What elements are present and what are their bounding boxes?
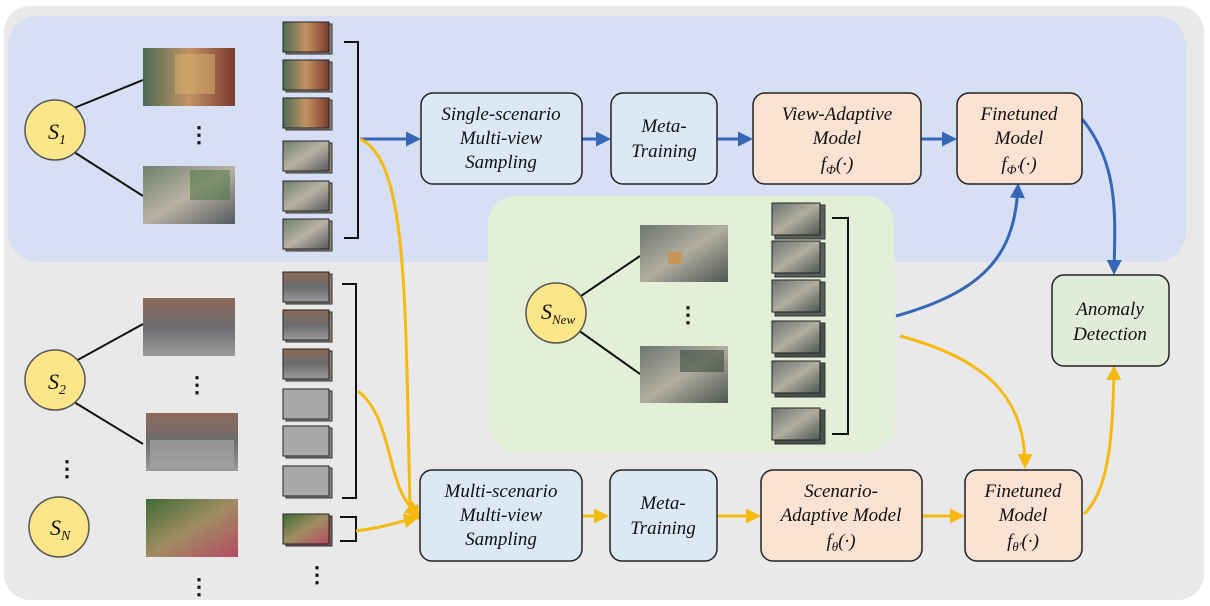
- s2-frame-stack-4: [282, 388, 333, 422]
- sn-image-park: [146, 499, 238, 557]
- svg-text:Anomaly: Anomaly: [1074, 299, 1144, 320]
- svg-text:Single-scenario: Single-scenario: [441, 104, 560, 125]
- arrow-new-to-finetuned-top: [895, 183, 1025, 318]
- svg-text:Meta-: Meta-: [639, 493, 685, 514]
- svg-text:Model: Model: [994, 128, 1044, 149]
- new-frame-stacks: [771, 202, 849, 445]
- scenario-sn-circle: [28, 496, 90, 558]
- new-frame-stack-6: [771, 407, 826, 445]
- scenario-new-circle: [525, 282, 587, 344]
- meta-training-box-top: Meta- Training: [610, 92, 718, 185]
- s1-bracket: [344, 41, 359, 239]
- svg-text:View-Adaptive: View-Adaptive: [782, 104, 892, 125]
- scenario-sn: SN ⋮: [28, 496, 238, 599]
- s1-frame-stack-2: [282, 59, 333, 93]
- view-adaptive-model-box: View-Adaptive Model fΦ(·): [752, 92, 922, 185]
- scenarios-vertical-dots: ⋮: [56, 456, 78, 481]
- svg-text:Sampling: Sampling: [465, 152, 537, 173]
- arrow-s2-to-multi-sampling: [357, 389, 421, 516]
- scenario-s2: S2 ⋮: [24, 298, 238, 471]
- scenario-s2-label: S2: [48, 369, 66, 398]
- s1-frame-stack-5: [282, 180, 333, 214]
- svg-text:Training: Training: [630, 518, 695, 539]
- finetuned-model-box-bottom: Finetuned Model fθ'(·): [964, 469, 1083, 562]
- s2-vertical-dots: ⋮: [186, 372, 208, 397]
- blue-arrows: [360, 118, 1122, 318]
- svg-text:Training: Training: [631, 141, 696, 162]
- s1-vertical-dots: ⋮: [188, 122, 210, 147]
- scenario-new: SNew ⋮: [525, 225, 728, 403]
- single-scenario-sampling-box: Single-scenario Multi-view Sampling: [420, 92, 583, 185]
- sn-vertical-dots: ⋮: [188, 574, 210, 599]
- arrow-finetuned-bottom-to-detection: [1082, 365, 1122, 516]
- new-bracket: [832, 217, 849, 435]
- svg-text:Multi-view: Multi-view: [459, 505, 543, 526]
- yellow-arrows: [355, 137, 1122, 533]
- s1-frame-stack-6: [282, 218, 333, 252]
- view-adaptive-formula: fΦ(·): [821, 154, 854, 177]
- sn-bracket: [340, 516, 357, 542]
- arrow-sn-to-multi-sampling: [355, 513, 419, 533]
- svg-text:Sampling: Sampling: [465, 529, 537, 550]
- new-image-porch: [640, 225, 728, 282]
- svg-text:Scenario-: Scenario-: [804, 481, 878, 502]
- s2-frame-stacks: [282, 271, 357, 499]
- scenario-s1-label: S1: [48, 119, 66, 148]
- s1-frame-stacks: [282, 21, 359, 252]
- s1-frame-stack-1: [282, 21, 333, 55]
- scenario-s1-circle: [24, 99, 86, 161]
- s2-image-intersection: [143, 298, 235, 356]
- s2-frame-stack-1: [282, 271, 333, 305]
- svg-text:Multi-view: Multi-view: [459, 128, 543, 149]
- s1-frame-stack-4: [282, 140, 333, 174]
- new-frame-stack-2: [771, 240, 826, 278]
- s2-frame-stack-3: [282, 348, 333, 382]
- anomaly-detection-box: Anomaly Detection: [1051, 274, 1170, 367]
- svg-text:Finetuned: Finetuned: [983, 481, 1062, 502]
- multi-scenario-sampling-box: Multi-scenario Multi-view Sampling: [419, 469, 583, 562]
- meta-training-box-bottom: Meta- Training: [609, 469, 718, 562]
- arrow-s1-down-to-multi-sampling: [359, 137, 420, 521]
- s1-frame-stack-3: [282, 97, 333, 131]
- svg-text:Meta-: Meta-: [640, 116, 686, 137]
- scenario-new-label: SNew: [541, 299, 575, 327]
- scenario-adaptive-formula: fθ(·): [826, 531, 855, 554]
- scenario-s1: S1 ⋮: [24, 48, 235, 224]
- svg-text:Detection: Detection: [1072, 324, 1147, 345]
- sn-frame-stack: ⋮: [282, 513, 357, 587]
- finetuned-bottom-formula: fθ'(·): [1007, 531, 1039, 554]
- new-frame-stack-3: [771, 279, 826, 317]
- s2-frame-stack-2: [282, 309, 333, 343]
- sn-frames-vertical-dots: ⋮: [306, 562, 328, 587]
- new-frame-stack-1: [771, 202, 826, 240]
- new-vertical-dots: ⋮: [677, 302, 699, 327]
- svg-text:Adaptive Model: Adaptive Model: [779, 505, 902, 526]
- s2-frame-stack-6: [282, 465, 333, 499]
- arrow-finetuned-top-to-detection: [1080, 118, 1122, 275]
- s2-frame-stack-5: [282, 425, 333, 459]
- svg-text:Finetuned: Finetuned: [979, 104, 1058, 125]
- scenario-sn-label: SN: [50, 515, 71, 544]
- svg-text:Model: Model: [812, 128, 862, 149]
- finetuned-top-formula: fΦ'(·): [1001, 154, 1036, 177]
- arrow-new-to-finetuned-bottom: [899, 334, 1033, 469]
- svg-text:Multi-scenario: Multi-scenario: [444, 481, 558, 502]
- new-frame-stack-4: [771, 320, 826, 358]
- finetuned-model-box-top: Finetuned Model fΦ'(·): [956, 92, 1083, 185]
- scenario-adaptive-model-box: Scenario- Adaptive Model fθ(·): [760, 469, 923, 562]
- s2-bracket: [342, 283, 357, 499]
- scenario-s2-circle: [24, 349, 86, 411]
- svg-text:Model: Model: [998, 505, 1048, 526]
- new-frame-stack-5: [771, 360, 826, 398]
